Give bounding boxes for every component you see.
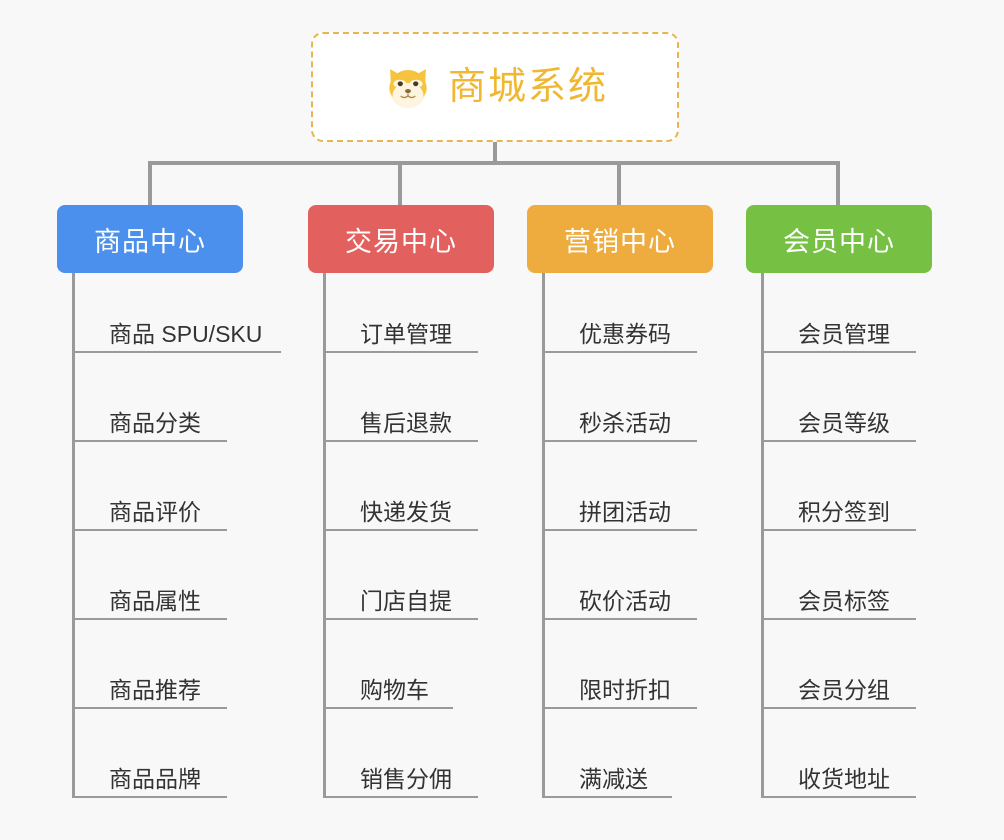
leaf-item-label: 秒杀活动 — [579, 410, 671, 436]
leaf-underline — [326, 618, 478, 620]
leaf-underline — [764, 529, 916, 531]
leaf-underline — [545, 440, 697, 442]
leaf-underline — [326, 707, 453, 709]
leaf-item-label: 会员标签 — [798, 588, 890, 614]
leaf-underline — [764, 618, 916, 620]
leaf-underline — [75, 796, 227, 798]
connector-root-vertical — [493, 142, 497, 164]
category-box-3[interactable]: 营销中心 — [527, 205, 713, 273]
leaf-item-label: 门店自提 — [360, 588, 452, 614]
leaf-spine — [323, 273, 326, 798]
leaf-underline — [75, 351, 281, 353]
leaf-underline — [326, 796, 478, 798]
root-node[interactable]: 商城系统 — [311, 32, 679, 142]
category-box-4[interactable]: 会员中心 — [746, 205, 932, 273]
shiba-dog-face-icon — [389, 69, 427, 109]
connector-drop-4 — [836, 161, 840, 205]
leaf-item-label: 商品推荐 — [109, 677, 201, 703]
leaf-item-label: 快递发货 — [360, 499, 452, 525]
leaf-underline — [764, 351, 916, 353]
leaf-underline — [326, 440, 478, 442]
leaf-item-label: 商品评价 — [109, 499, 201, 525]
connector-drop-1 — [148, 161, 152, 205]
category-box-2[interactable]: 交易中心 — [308, 205, 494, 273]
leaf-underline — [75, 440, 227, 442]
leaf-item-label: 限时折扣 — [579, 677, 671, 703]
leaf-underline — [326, 529, 478, 531]
leaf-underline — [764, 707, 916, 709]
leaf-underline — [545, 351, 697, 353]
leaf-item-label: 订单管理 — [360, 321, 452, 347]
leaf-underline — [545, 796, 672, 798]
connector-horizontal-bus — [148, 161, 840, 165]
leaf-spine — [542, 273, 545, 798]
category-box-1[interactable]: 商品中心 — [57, 205, 243, 273]
leaf-item-label: 会员分组 — [798, 677, 890, 703]
leaf-underline — [326, 351, 478, 353]
category-label: 营销中心 — [564, 226, 676, 257]
leaf-underline — [545, 529, 697, 531]
leaf-underline — [75, 529, 227, 531]
leaf-item-label: 销售分佣 — [360, 766, 452, 792]
category-label: 交易中心 — [345, 226, 457, 257]
leaf-spine — [72, 273, 75, 798]
leaf-spine — [761, 273, 764, 798]
leaf-item-label: 商品属性 — [109, 588, 201, 614]
leaf-item-label: 购物车 — [360, 677, 429, 703]
leaf-item-label: 商品 SPU/SKU — [109, 321, 263, 347]
leaf-underline — [545, 707, 697, 709]
leaf-item-label: 砍价活动 — [579, 588, 671, 614]
leaf-underline — [545, 618, 697, 620]
leaf-item-label: 售后退款 — [360, 410, 452, 436]
connector-drop-3 — [617, 161, 621, 205]
leaf-item-label: 商品分类 — [109, 410, 201, 436]
leaf-underline — [75, 707, 227, 709]
leaf-item-label: 会员管理 — [798, 321, 890, 347]
leaf-item-label: 商品品牌 — [109, 766, 201, 792]
leaf-underline — [764, 440, 916, 442]
root-title: 商城系统 — [447, 66, 608, 108]
leaf-item-label: 满减送 — [579, 766, 648, 792]
leaf-item-label: 优惠券码 — [579, 321, 671, 347]
leaf-underline — [75, 618, 227, 620]
leaf-item-label: 拼团活动 — [579, 499, 671, 525]
leaf-underline — [764, 796, 916, 798]
connector-drop-2 — [398, 161, 402, 205]
leaf-item-label: 会员等级 — [798, 410, 890, 436]
category-label: 商品中心 — [94, 226, 206, 257]
leaf-item-label: 收货地址 — [798, 766, 890, 792]
leaf-item-label: 积分签到 — [798, 499, 890, 525]
category-label: 会员中心 — [783, 226, 895, 257]
